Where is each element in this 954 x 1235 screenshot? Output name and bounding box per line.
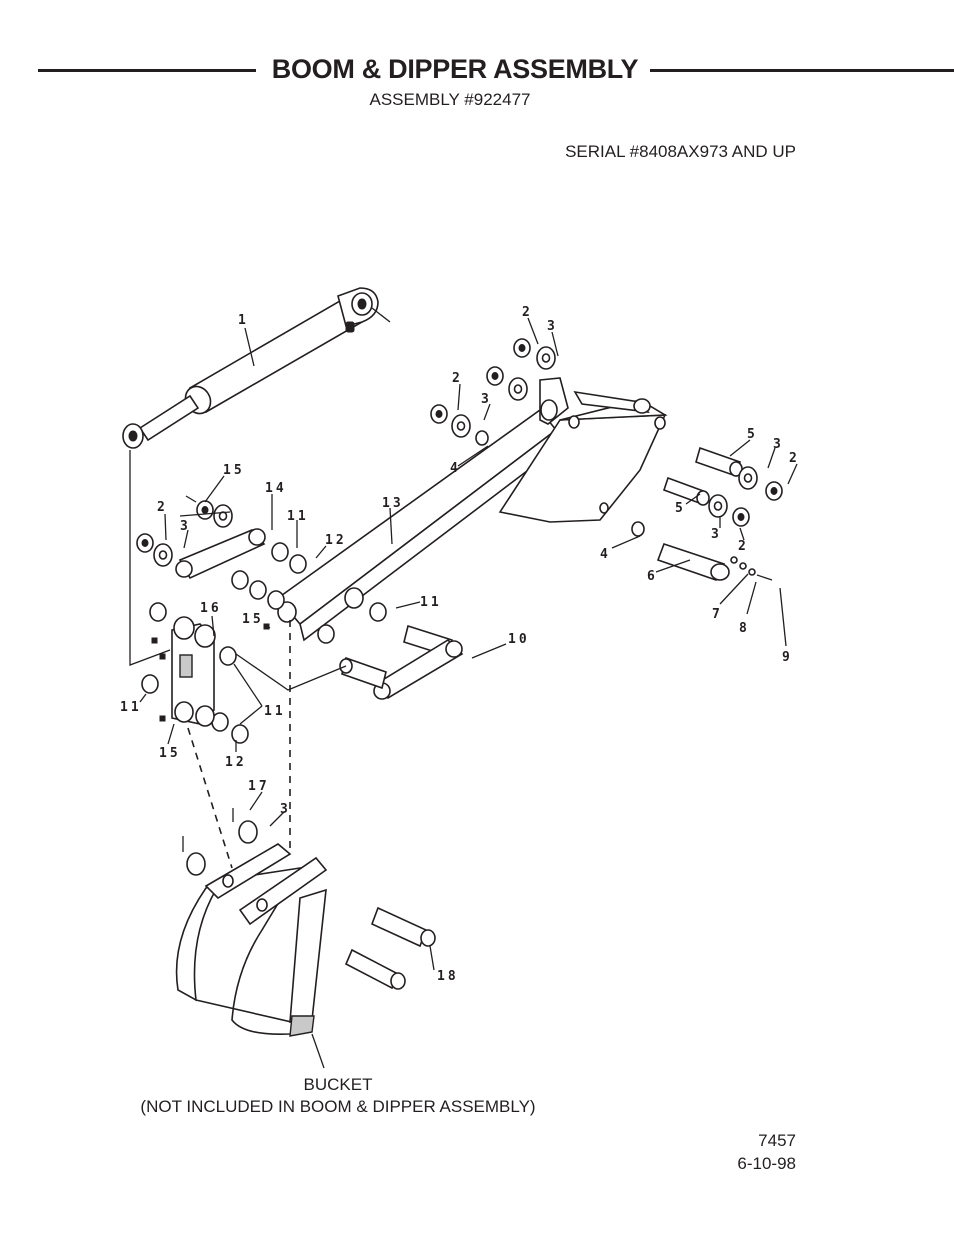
callout-9: 9 xyxy=(782,650,793,665)
callout-4: 4 xyxy=(600,547,611,562)
callout-3: 3 xyxy=(711,527,722,542)
callout-2: 2 xyxy=(452,371,463,386)
callout-11: 11 xyxy=(120,700,142,715)
bucket-label: BUCKET xyxy=(303,1075,373,1094)
callout-3: 3 xyxy=(180,519,191,534)
callout-3: 3 xyxy=(547,319,558,334)
callout-8: 8 xyxy=(739,621,750,636)
callout-12: 12 xyxy=(225,755,247,770)
callout-18: 18 xyxy=(437,969,459,984)
callout-3: 3 xyxy=(773,437,784,452)
callout-15: 15 xyxy=(242,612,264,627)
leader-lines xyxy=(139,317,798,1069)
title-rule-right xyxy=(650,69,954,72)
boom xyxy=(276,377,668,642)
bucket-exclusion-note: (NOT INCLUDED IN BOOM & DIPPER ASSEMBLY) xyxy=(140,1097,536,1116)
callout-11: 11 xyxy=(264,704,286,719)
callout-7: 7 xyxy=(712,607,723,622)
callout-15: 15 xyxy=(223,463,245,478)
callout-16: 16 xyxy=(200,601,222,616)
callout-3: 3 xyxy=(280,802,291,817)
callout-14: 14 xyxy=(265,481,287,496)
hydraulic-cylinder xyxy=(122,287,391,449)
callout-4: 4 xyxy=(450,461,461,476)
callout-labels: 1 2 3 2 3 4 5 3 2 5 3 2 4 6 7 8 9 15 14 … xyxy=(120,305,800,984)
drawing-number: 7457 xyxy=(758,1131,796,1150)
bushings xyxy=(141,542,387,744)
serial-range: SERIAL #8408AX973 AND UP xyxy=(565,142,796,161)
callout-5: 5 xyxy=(747,427,758,442)
title-rule-left xyxy=(38,69,256,72)
callout-10: 10 xyxy=(508,632,530,647)
upper-pivot-hardware xyxy=(430,338,783,581)
callout-6: 6 xyxy=(647,569,658,584)
dipper xyxy=(151,616,270,727)
callout-2: 2 xyxy=(738,539,749,554)
callout-2: 2 xyxy=(157,500,168,515)
callout-11: 11 xyxy=(287,509,309,524)
callout-3: 3 xyxy=(481,392,492,407)
callout-11: 11 xyxy=(420,595,442,610)
callout-12: 12 xyxy=(325,533,347,548)
bucket-link xyxy=(339,624,464,700)
callout-17: 17 xyxy=(248,779,270,794)
callout-5: 5 xyxy=(675,501,686,516)
callout-1: 1 xyxy=(238,313,249,328)
callout-2: 2 xyxy=(789,451,800,466)
bucket xyxy=(175,808,436,1037)
callout-15: 15 xyxy=(159,746,181,761)
assembly-number: ASSEMBLY #922477 xyxy=(369,90,531,109)
callout-13: 13 xyxy=(382,496,404,511)
drawing-date: 6-10-98 xyxy=(737,1154,796,1173)
alignment-lines xyxy=(129,450,347,869)
callout-2: 2 xyxy=(522,305,533,320)
page-title: BOOM & DIPPER ASSEMBLY xyxy=(271,54,639,84)
